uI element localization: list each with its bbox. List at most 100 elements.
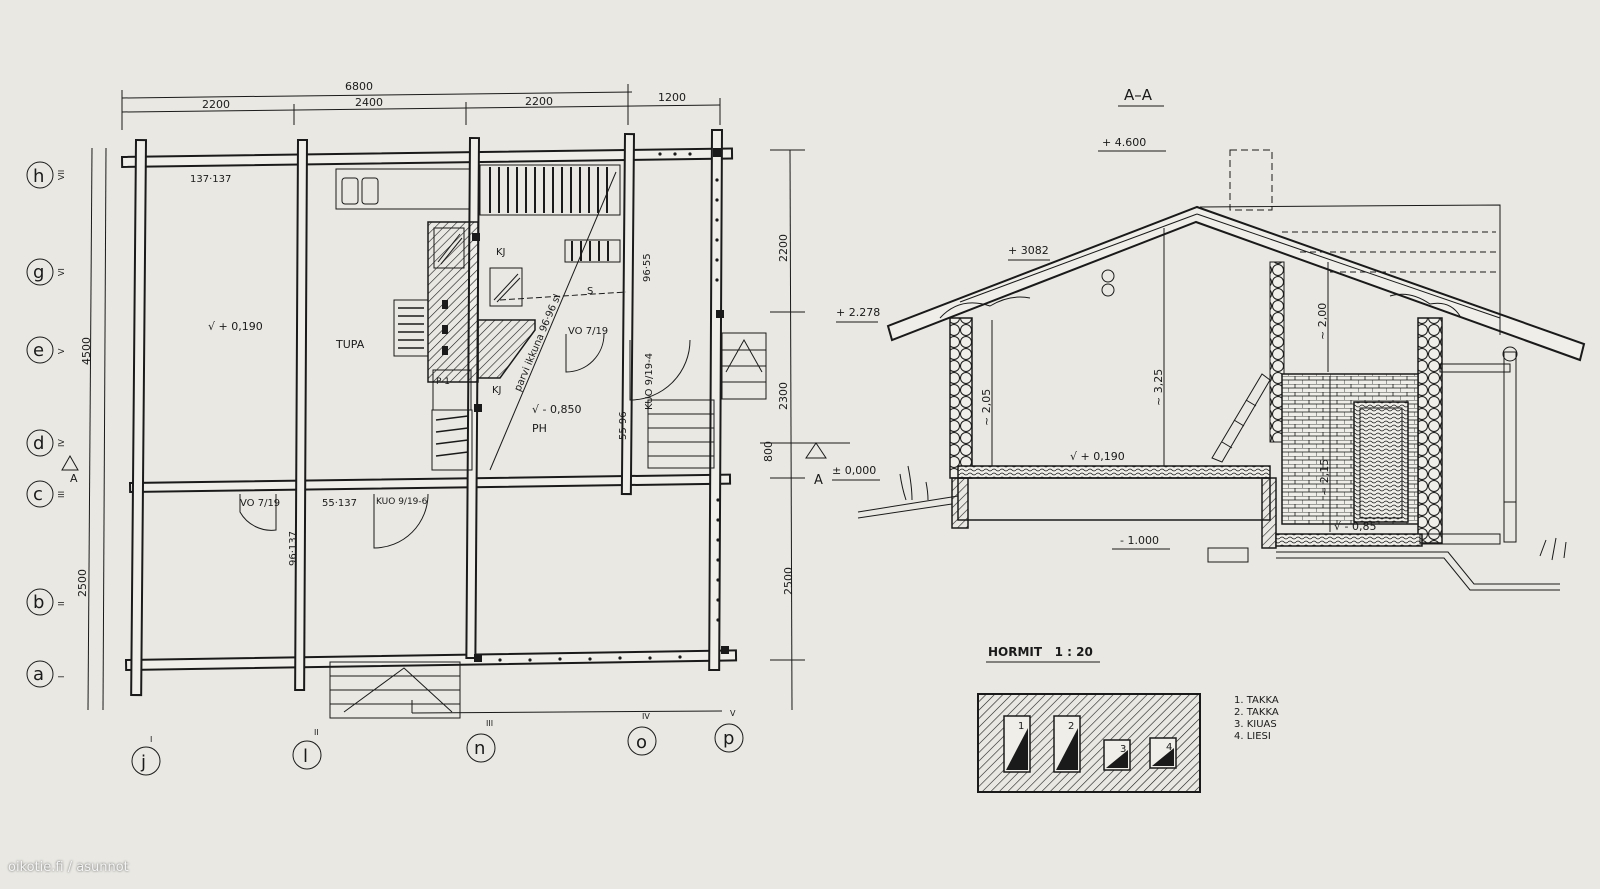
- floor-level-sauna: √ - 0,85: [1334, 520, 1376, 533]
- kitchen-counter: [335, 168, 471, 210]
- entry-steps: [329, 661, 461, 719]
- dimension-left: 4500 2500: [76, 147, 107, 711]
- flue-1: 1: [1003, 715, 1031, 773]
- level-4600: + 4.600: [1102, 136, 1146, 149]
- hormit-legend: 1. TAKKA 2. TAKKA 3. KIUAS 4. LIESI: [1234, 695, 1279, 742]
- hormit-title: HORMIT 1 : 20: [988, 645, 1093, 659]
- label-log-top: 137·137: [190, 174, 231, 185]
- svg-text:a: a: [33, 664, 44, 685]
- grid-col-o: o IV: [627, 712, 657, 756]
- svg-text:j: j: [140, 752, 146, 773]
- label-ph: PH: [532, 422, 547, 435]
- grid-row-a: a I: [26, 660, 66, 688]
- window-diagonal: [489, 171, 617, 471]
- svg-text:IV: IV: [642, 712, 650, 721]
- grid-col-n: n III: [466, 719, 496, 763]
- svg-text:3: 3: [1120, 744, 1126, 755]
- legend-2: 2. TAKKA: [1234, 707, 1279, 718]
- svg-text:b: b: [33, 592, 44, 613]
- section-arrow-right: A: [760, 442, 850, 488]
- grid-col-p: p V: [714, 709, 744, 753]
- svg-text:d: d: [33, 433, 44, 454]
- legend-1: 1. TAKKA: [1234, 695, 1279, 706]
- svg-text:III: III: [486, 719, 493, 728]
- svg-text:IV: IV: [57, 439, 66, 447]
- svg-text:1: 1: [1018, 721, 1024, 732]
- svg-text:III: III: [57, 491, 66, 498]
- svg-text:I: I: [150, 735, 152, 744]
- section-heights: ~ 2,05 ~ 3,25 ~ 2,00 ~ 2,15: [980, 228, 1331, 532]
- watermark: oikotie.fi / asunnot: [8, 860, 129, 875]
- dim-seg-3: 2200: [525, 95, 553, 108]
- svg-text:l: l: [303, 746, 308, 767]
- hormit-detail: HORMIT 1 : 20 1 2 3 4 1. TAKKA 2. TAKKA: [977, 645, 1279, 793]
- grid-col-j: j I: [131, 735, 161, 776]
- floor-level-tupa: √ + 0,190: [1070, 450, 1125, 463]
- svg-text:VII: VII: [57, 170, 66, 180]
- doors: [239, 333, 691, 549]
- dim-left-4500: 4500: [80, 337, 93, 365]
- svg-text:4: 4: [1166, 742, 1172, 753]
- section-a-a: A–A: [832, 86, 1586, 591]
- grid-rows: h VII g VI e V d IV c III: [26, 161, 79, 688]
- stairs-right: [647, 332, 767, 469]
- label-tupa: TUPA: [335, 338, 365, 351]
- label-log-55-96: 55·96: [618, 411, 629, 440]
- label-log-55-137: 55·137: [322, 498, 357, 509]
- dim-seg-2: 2400: [355, 96, 383, 109]
- svg-text:VI: VI: [57, 268, 66, 276]
- dim-right-800: 800: [762, 441, 775, 462]
- grid-row-d: d IV: [26, 429, 66, 457]
- sauna-benches: [479, 164, 621, 263]
- flue-3: 3: [1103, 739, 1131, 771]
- svg-text:A: A: [70, 472, 78, 485]
- dim-total: 6800: [345, 80, 373, 93]
- label-vo-1: VO 7/19: [568, 326, 608, 337]
- dimension-right: 2200 2300 800 2500: [762, 149, 805, 711]
- label-kj-2: KJ: [492, 385, 502, 396]
- svg-text:o: o: [636, 732, 647, 753]
- dimension-top: 6800 2200 2400 2200 1200: [121, 80, 721, 130]
- grid-row-c: c III: [26, 480, 66, 508]
- flue-4: 4: [1149, 737, 1177, 769]
- masonry-block: [393, 221, 536, 471]
- label-p1: P 1: [436, 377, 450, 387]
- plan-labels: 137·137 √ + 0,190 TUPA KJ KJ P 1 S VO 7/…: [190, 174, 655, 566]
- section-title: A–A: [1124, 86, 1153, 104]
- level-3082: + 3082: [1008, 244, 1049, 257]
- svg-text:2: 2: [1068, 721, 1074, 732]
- label-s: S: [587, 286, 593, 297]
- grid-col-l: l II: [292, 728, 322, 770]
- svg-text:~ 2,00: ~ 2,00: [1316, 303, 1329, 340]
- s-line: [499, 291, 627, 301]
- dim-right-2300: 2300: [777, 382, 790, 410]
- svg-text:e: e: [33, 340, 44, 361]
- label-vo-2: VO 7/19: [240, 498, 280, 509]
- grid-cols: j I l II n III o IV p V: [131, 700, 744, 776]
- dim-right-2200: 2200: [777, 234, 790, 262]
- svg-text:n: n: [474, 738, 485, 759]
- svg-text:V: V: [57, 348, 66, 354]
- floor-plan: 6800 2200 2400 2200 1200: [26, 80, 850, 776]
- svg-text:h: h: [33, 166, 44, 187]
- legend-4: 4. LIESI: [1234, 731, 1271, 742]
- dim-seg-1: 2200: [202, 98, 230, 111]
- dim-seg-4: 1200: [658, 91, 686, 104]
- legend-3: 3. KIUAS: [1234, 719, 1277, 730]
- label-kuo-2: KUO 9/19-6: [376, 497, 428, 507]
- grid-row-b: b II: [26, 588, 66, 616]
- label-level-tupa: √ + 0,190: [208, 320, 263, 333]
- svg-text:p: p: [723, 728, 734, 749]
- level-0000: ± 0,000: [832, 464, 876, 477]
- svg-text:II: II: [57, 601, 66, 606]
- svg-text:V: V: [730, 709, 736, 718]
- svg-text:~ 2,15: ~ 2,15: [1318, 459, 1331, 496]
- walls: [120, 128, 738, 697]
- svg-text:g: g: [33, 262, 44, 283]
- level-2278: + 2.278: [836, 306, 880, 319]
- label-log-96-137: 96·137: [288, 531, 299, 566]
- grid-row-e: e V: [26, 336, 66, 364]
- grid-row-g: g VI: [26, 258, 66, 286]
